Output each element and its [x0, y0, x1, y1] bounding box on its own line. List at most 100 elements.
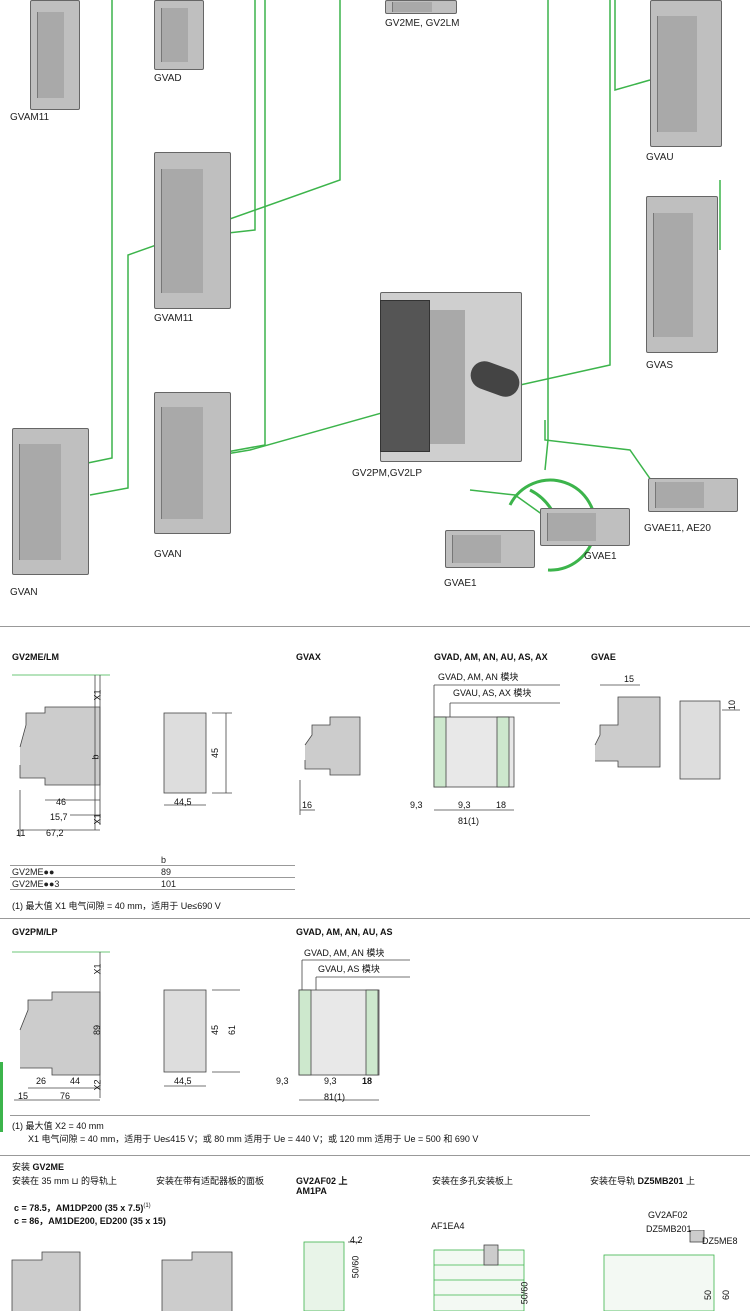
dim-45: 45: [210, 747, 221, 759]
table-cell-name: GV2ME●●: [10, 865, 159, 878]
install-col5-bold: DZ5MB201: [637, 1176, 684, 1186]
label-gvam11-mid: GVAM11: [154, 313, 194, 324]
dim-module-a-pm: GVAD, AM, AN 模块: [304, 948, 385, 958]
section-divider-2: [0, 918, 750, 919]
note-section1: (1) 最大值 X1 电气间隙 = 40 mm，适用于 Ue≤690 V: [12, 901, 221, 911]
dimension-table: b GV2ME●● 89 GV2ME●●3 101: [10, 854, 295, 890]
header-gvax: GVAX: [296, 652, 321, 662]
label-gvae11: GVAE11, AE20: [644, 523, 711, 534]
dim-x1-pm: X1: [92, 963, 103, 975]
rail-note-1-text: c = 78.5，AM1DP200 (35 x 7.5): [14, 1203, 144, 1213]
note-divider: [10, 1115, 590, 1116]
dim-9-3b-pm: 9,3: [324, 1076, 337, 1086]
install-col4: 安装在多孔安装板上: [432, 1176, 514, 1186]
dim-b: b: [90, 754, 101, 760]
header-gv2me-lm: GV2ME/LM: [12, 652, 60, 662]
dim-61: 61: [227, 1024, 238, 1036]
dim-15-7: 15,7: [50, 812, 68, 822]
label-gvan-left: GVAN: [10, 587, 38, 598]
gvad-module: [154, 0, 204, 70]
label-af1ea4: AF1EA4: [431, 1221, 465, 1231]
header-gvad-group: GVAD, AM, AN, AU, AS, AX: [434, 652, 548, 662]
dim-67-2: 67,2: [46, 828, 64, 838]
dim-9-3b: 9,3: [458, 800, 471, 810]
dim-45-pm: 45: [210, 1024, 221, 1036]
label-gvan-mid: GVAN: [154, 549, 182, 560]
dim-89: 89: [92, 1024, 103, 1036]
dim-18: 18: [496, 800, 507, 810]
install-col3-line2: AM1PA: [296, 1186, 327, 1196]
dim-15-gvae: 15: [624, 674, 635, 684]
section-divider-3: [0, 1155, 750, 1156]
label-gv2af02: GV2AF02: [648, 1210, 688, 1220]
label-gvau: GVAU: [646, 152, 674, 163]
gvae1-right-module: [540, 508, 630, 546]
dim-81: 81(1): [458, 816, 480, 826]
dim-44-5-pm: 44,5: [174, 1076, 192, 1086]
dim-x1-top: X1: [92, 689, 103, 701]
table-cell-value: 89: [159, 865, 295, 878]
label-gv2me: GV2ME, GV2LM: [385, 18, 460, 29]
dim-15-pm: 15: [18, 1091, 29, 1101]
dim-50: 50: [703, 1289, 714, 1301]
label-gvam11-top: GVAM11: [10, 112, 50, 123]
gvau-module: [650, 0, 722, 147]
gvas-module: [646, 196, 718, 353]
install-col5: 安装在导轨 DZ5MB201 上: [590, 1174, 695, 1187]
dim-60: 60: [721, 1289, 732, 1301]
dim-44: 44: [70, 1076, 81, 1086]
label-gvas: GVAS: [646, 360, 674, 371]
dim-18-pm: 18: [362, 1076, 373, 1086]
section-divider-1: [0, 626, 750, 627]
rail-note-2: c = 86，AM1DE200, ED200 (35 x 15): [14, 1216, 166, 1226]
dim-10: 10: [727, 699, 738, 711]
gv2pm-breaker-side: [380, 300, 430, 452]
note-section2-line2: X1 电气间隙 = 40 mm，适用于 Ue≤415 V；或 80 mm 适用于…: [28, 1134, 479, 1144]
gvae1-left-module: [445, 530, 535, 568]
header-gvae: GVAE: [591, 652, 616, 662]
install-col2: 安装在带有适配器板的面板: [156, 1176, 265, 1186]
label-gv2pm: GV2PM,GV2LP: [352, 468, 423, 479]
label-gvae1-left: GVAE1: [444, 578, 477, 589]
dim-4-2: 4,2: [350, 1235, 363, 1245]
gv2me-breaker-top: [385, 0, 457, 14]
gvam11-top-module: [30, 0, 80, 110]
gvae11-module: [648, 478, 738, 512]
drawing-gv2pm-lp: [12, 951, 410, 1101]
dim-x1-bottom: X1: [92, 813, 103, 825]
green-marker: [0, 1062, 3, 1132]
header-gv2pm-lp: GV2PM/LP: [12, 927, 58, 937]
table-col-b: b: [159, 854, 295, 866]
dim-44-5: 44,5: [174, 797, 192, 807]
gvan-left-module: [12, 428, 89, 575]
dim-11: 11: [16, 828, 26, 838]
label-dz5me8: DZ5ME8: [702, 1236, 738, 1246]
install-title-bold: GV2ME: [32, 1162, 65, 1172]
drawing-install: [11, 1230, 715, 1311]
label-dz5mb201: DZ5MB201: [646, 1224, 692, 1234]
dim-26: 26: [36, 1076, 47, 1086]
table-header-row: b: [10, 854, 295, 866]
gvan-mid-module: [154, 392, 231, 534]
dim-46: 46: [56, 797, 67, 807]
install-col1: 安装在 35 mm ⊔ 的导轨上: [12, 1176, 118, 1186]
label-gvad: GVAD: [154, 73, 182, 84]
install-title-prefix: 安装: [12, 1162, 33, 1172]
table-row: GV2ME●●3 101: [10, 877, 295, 890]
dim-9-3a: 9,3: [410, 800, 423, 810]
dim-9-3a-pm: 9,3: [276, 1076, 289, 1086]
drawing-gv2me-lm: [12, 674, 740, 837]
dim-16: 16: [302, 800, 313, 810]
dim-76: 76: [60, 1091, 71, 1101]
table-cell-name: GV2ME●●3: [10, 877, 159, 890]
install-col5-suffix: 上: [683, 1176, 696, 1186]
install-col3-line1: GV2AF02 上: [296, 1176, 348, 1186]
dim-50-60a: 50/60: [350, 1255, 361, 1279]
table-cell-value: 101: [159, 877, 295, 890]
rail-note-1-sup: (1): [143, 1203, 151, 1209]
install-title: 安装 GV2ME: [12, 1160, 64, 1173]
dim-module-b-pm: GVAU, AS 模块: [318, 964, 380, 974]
dim-module-a: GVAD, AM, AN 模块: [438, 672, 519, 682]
table-row: GV2ME●● 89: [10, 865, 295, 878]
install-col5-prefix: 安装在导轨: [590, 1176, 638, 1186]
